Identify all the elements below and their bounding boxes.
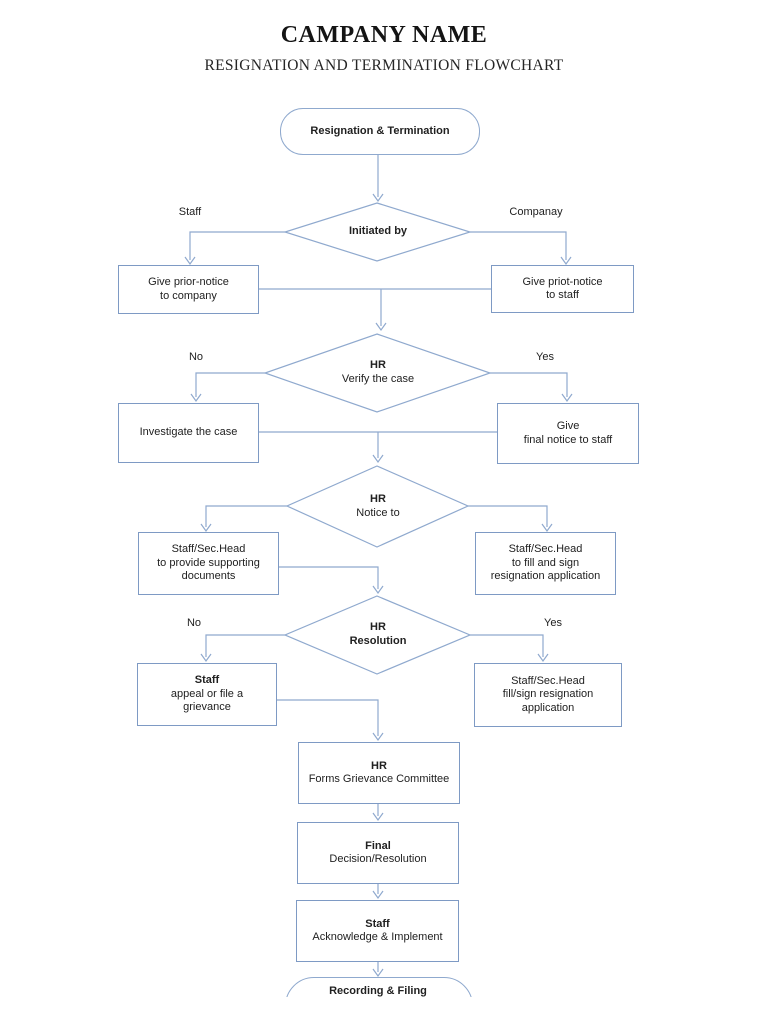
process-provide-documents: Staff/Sec.Head to provide supporting doc…	[138, 532, 279, 595]
decision-initiated-by-label: Initiated by	[348, 225, 408, 237]
connector-verify-to-left	[190, 372, 265, 403]
end-label: Recording & Filing	[329, 985, 427, 997]
connector-verify-to-right	[490, 372, 573, 403]
process-fill-sign-application: Staff/Sec.Head to fill and sign resignat…	[475, 532, 616, 595]
connector-initiated-to-right	[470, 231, 572, 266]
connector-final-to-acknowledge	[372, 882, 384, 900]
process-fill-sign-application-2: Staff/Sec.Head fill/sign resignation app…	[474, 663, 622, 727]
connector-start-to-initiated	[372, 153, 384, 203]
process-grievance-committee: HR Forms Grievance Committee	[298, 742, 460, 804]
process-investigate-case: Investigate the case	[118, 403, 259, 463]
connector-notice-to-left	[200, 505, 287, 533]
decision-resolution-shape	[283, 595, 472, 675]
start-label: Resignation & Termination	[310, 124, 450, 137]
decision-resolution-label: HR Resolution	[349, 621, 407, 647]
process-give-priot-notice: Give priot-notice to staff	[491, 265, 634, 313]
connector-appeal-to-committee	[275, 699, 384, 742]
process-acknowledge-implement: Staff Acknowledge & Implement	[296, 900, 459, 962]
process-final-notice: Give final notice to staff	[497, 403, 639, 464]
page-subtitle: RESIGNATION AND TERMINATION FLOWCHART	[204, 57, 564, 74]
connector-notice-to-right	[468, 505, 553, 533]
start-terminator: Resignation & Termination	[280, 108, 480, 155]
page-edge-cutoff	[0, 997, 768, 1024]
connector-committee-to-final	[372, 803, 384, 822]
branch-label-staff: Staff	[178, 206, 202, 218]
page-title: CAMPANY NAME	[280, 22, 488, 48]
process-final-decision: Final Decision/Resolution	[297, 822, 459, 884]
process-appeal-grievance: Staff appeal or file a grievance	[137, 663, 277, 726]
connector-acknowledge-to-end	[372, 960, 384, 978]
decision-notice-to-label: HR Notice to	[356, 493, 400, 519]
branch-label-verify-yes: Yes	[536, 351, 554, 363]
process-give-prior-notice: Give prior-notice to company	[118, 265, 259, 314]
branch-label-companay: Companay	[509, 206, 563, 218]
connector-merge1	[257, 288, 491, 332]
connector-merge2	[257, 431, 497, 464]
branch-label-resolution-yes: Yes	[544, 617, 562, 629]
branch-label-verify-no: No	[188, 351, 204, 363]
decision-notice-to-shape	[285, 465, 470, 548]
decision-verify-shape	[263, 333, 492, 413]
connector-resolution-to-left	[200, 634, 285, 663]
branch-label-resolution-no: No	[186, 617, 202, 629]
decision-initiated-by-shape	[283, 202, 473, 262]
decision-verify-label: HR Verify the case	[341, 359, 415, 385]
connector-docs-to-resolution	[277, 566, 384, 595]
connector-resolution-to-right	[470, 634, 549, 663]
connector-initiated-to-left	[184, 231, 285, 266]
